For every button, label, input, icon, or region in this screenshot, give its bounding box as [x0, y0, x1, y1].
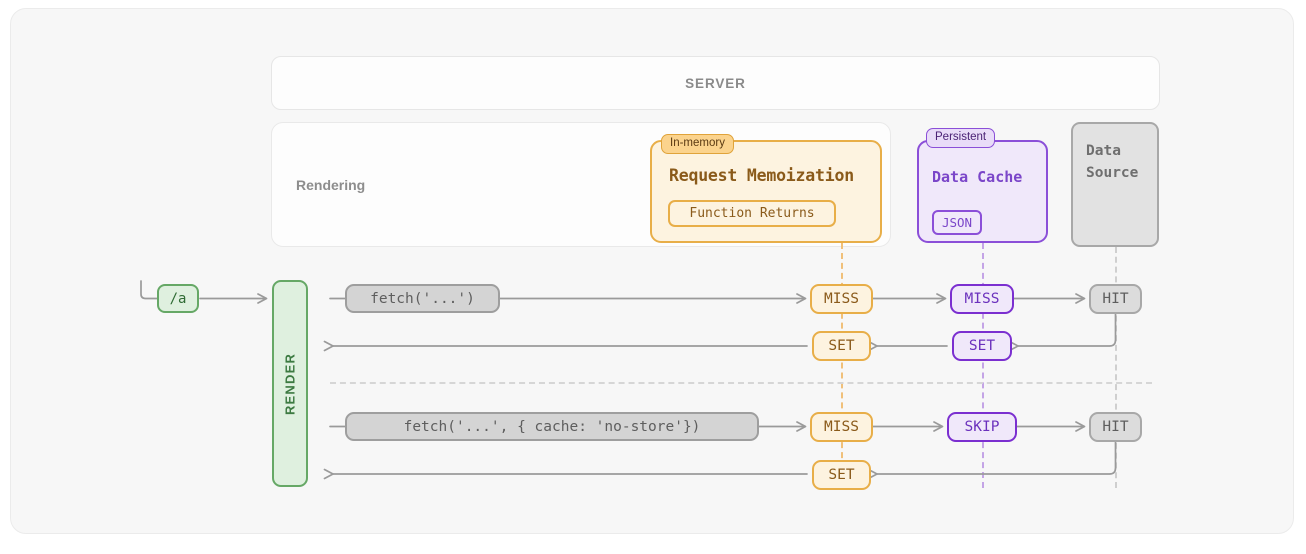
data-cache-title: Data Cache — [932, 168, 1023, 186]
server-label: SERVER — [685, 75, 746, 91]
memo-set-no-store-label: SET — [828, 467, 855, 483]
fetch-pill-no-store-label: fetch('...', { cache: 'no-store'}) — [403, 418, 701, 435]
flow-separator — [330, 382, 1152, 384]
memo-set-no-store: SET — [812, 460, 871, 490]
cache-set-default-label: SET — [968, 338, 996, 354]
lifeline-memoization — [841, 243, 843, 488]
source-hit-default: HIT — [1089, 284, 1142, 314]
request-memoization-title: Request Memoization — [669, 166, 854, 185]
memo-set-default-label: SET — [828, 338, 855, 354]
route-chip-label: /a — [169, 290, 187, 307]
source-hit-default-label: HIT — [1102, 291, 1129, 307]
request-memoization-box: Request Memoization Function Returns — [650, 140, 882, 243]
cache-set-default: SET — [952, 331, 1012, 361]
cache-miss-default: MISS — [950, 284, 1014, 314]
lifeline-data-cache — [982, 243, 984, 488]
data-cache-box: Data Cache JSON — [917, 140, 1048, 243]
fetch-pill-no-store: fetch('...', { cache: 'no-store'}) — [345, 412, 759, 441]
in-memory-tag: In-memory — [661, 134, 734, 155]
function-returns-chip: Function Returns — [668, 200, 836, 227]
render-bar-label: RENDER — [282, 352, 298, 415]
memo-miss-no-store-label: MISS — [824, 419, 859, 435]
persistent-tag: Persistent — [926, 128, 996, 149]
memo-miss-default: MISS — [810, 284, 873, 314]
memo-miss-default-label: MISS — [824, 291, 859, 307]
render-bar: RENDER — [272, 280, 308, 487]
json-chip: JSON — [932, 210, 982, 235]
fetch-pill-default: fetch('...') — [345, 284, 500, 313]
memo-set-default: SET — [812, 331, 871, 361]
cache-skip-no-store: SKIP — [947, 412, 1017, 442]
data-source-box: Data Source — [1071, 122, 1159, 247]
fetch-pill-default-label: fetch('...') — [370, 290, 475, 307]
route-chip-a[interactable]: /a — [157, 284, 199, 313]
cache-skip-no-store-label: SKIP — [964, 419, 1000, 435]
cache-miss-default-label: MISS — [964, 291, 1000, 307]
memo-miss-no-store: MISS — [810, 412, 873, 442]
data-source-title: Data Source — [1086, 143, 1139, 182]
server-bar: SERVER — [271, 56, 1160, 110]
lifeline-data-source — [1115, 247, 1117, 488]
source-hit-no-store-label: HIT — [1102, 419, 1129, 435]
source-hit-no-store: HIT — [1089, 412, 1142, 442]
rendering-label: Rendering — [296, 177, 366, 193]
